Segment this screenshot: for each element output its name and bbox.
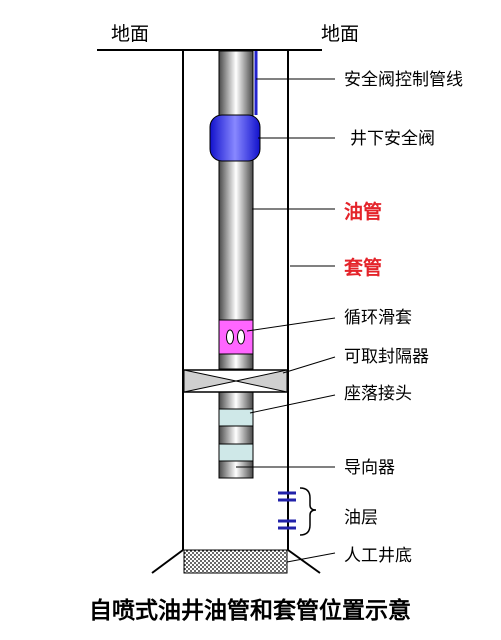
guide-label: 导向器 <box>344 458 395 478</box>
leader-lines <box>236 78 336 563</box>
tubing-label: 油管 <box>344 200 382 223</box>
safety-valve-label: 井下安全阀 <box>350 129 435 149</box>
sliding-sleeve-label: 循环滑套 <box>344 308 412 328</box>
packer-label: 可取封隔器 <box>344 347 429 367</box>
diagram-title: 自喷式油井油管和套管位置示意 <box>89 597 411 624</box>
casing-label: 套管 <box>343 256 382 279</box>
guide-shoe <box>218 461 254 479</box>
artificial-bottom <box>183 549 288 574</box>
ground-label-left: 地面 <box>111 23 149 45</box>
landing-nipple <box>218 408 254 462</box>
perforations <box>278 491 296 530</box>
tubing <box>218 50 254 370</box>
safety-valve <box>209 114 261 162</box>
packer <box>183 369 288 393</box>
ground-label-right: 地面 <box>321 23 359 45</box>
control-line-label: 安全阀控制管线 <box>344 70 463 90</box>
oil-layer-label: 油层 <box>344 508 378 528</box>
bottom-label: 人工井底 <box>344 546 412 566</box>
tubing-lower <box>218 391 254 479</box>
oil-layer-brace <box>299 487 317 536</box>
sliding-sleeve <box>218 319 254 355</box>
landing-nipple-label: 座落接头 <box>344 384 412 404</box>
